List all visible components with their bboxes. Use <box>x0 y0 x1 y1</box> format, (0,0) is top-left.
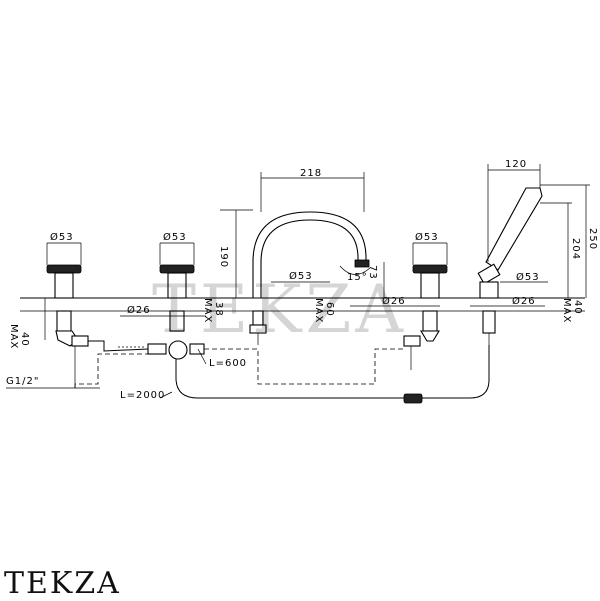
dim-angle-15: 15° <box>347 272 368 283</box>
dim-max-60: 60 <box>324 302 335 317</box>
dim-max-label-center: MAX <box>202 298 213 323</box>
dim-dia-53-right: Ø53 <box>415 231 439 243</box>
dim-max-40-left: 40 <box>19 332 30 347</box>
dim-shower-width-120: 120 <box>505 159 527 170</box>
dim-dia-26-right: Ø26 <box>382 295 406 307</box>
hose-600 <box>204 348 404 385</box>
dim-dia-26-center: Ø26 <box>127 304 151 316</box>
right-valve <box>403 264 448 370</box>
dim-spout-reach-218: 218 <box>300 168 322 179</box>
dim-dia-26-shower: Ø26 <box>512 295 536 307</box>
dim-max-label-right: MAX <box>561 298 572 323</box>
dim-hose-2000: L=2000 <box>120 390 165 401</box>
dim-spout-height-190: 190 <box>218 246 229 268</box>
dim-max-38: 38 <box>213 302 224 317</box>
center-valve <box>147 264 205 360</box>
dim-outlet-73: 73 <box>367 265 378 280</box>
dim-dia-53-left: Ø53 <box>50 231 74 243</box>
hose-left <box>88 340 149 352</box>
dim-hose-600: L=600 <box>209 358 247 369</box>
dim-dia-53-shower: Ø53 <box>516 271 540 283</box>
spout <box>249 211 370 345</box>
dim-max-label-spout: MAX <box>313 298 324 323</box>
dim-dia-53-center: Ø53 <box>163 231 187 243</box>
watermark: TEKZA <box>152 271 407 348</box>
hose-2000 <box>175 345 490 399</box>
dim-max-40-right: 40 <box>572 300 583 315</box>
dim-dia-53-spout: Ø53 <box>289 270 313 282</box>
dim-shower-height-250: 250 <box>587 228 598 250</box>
left-valve <box>46 264 89 388</box>
dim-max-label-left: MAX <box>8 324 19 349</box>
dim-shower-height-204: 204 <box>570 238 581 260</box>
brand-logo: TEKZA <box>4 566 121 601</box>
dim-thread-g12: G1/2" <box>6 376 39 387</box>
hand-shower <box>477 187 543 345</box>
